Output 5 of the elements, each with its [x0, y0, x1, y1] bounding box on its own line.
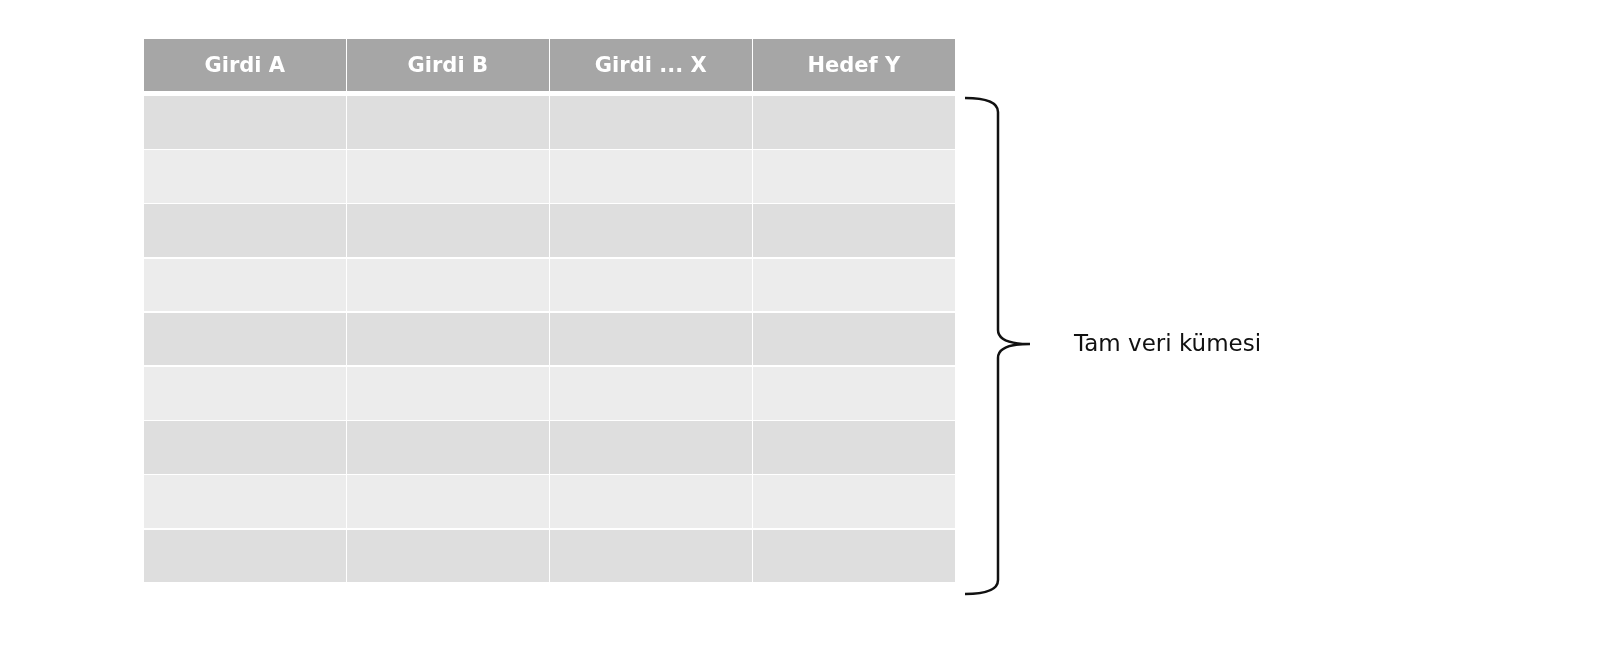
column-header: Hedef Y [753, 39, 955, 91]
column-header: Girdi A [144, 39, 346, 91]
column-header: Girdi ... X [550, 39, 752, 91]
column-header: Girdi B [347, 39, 549, 91]
bracket-label: Tam veri kümesi [1074, 330, 1262, 356]
